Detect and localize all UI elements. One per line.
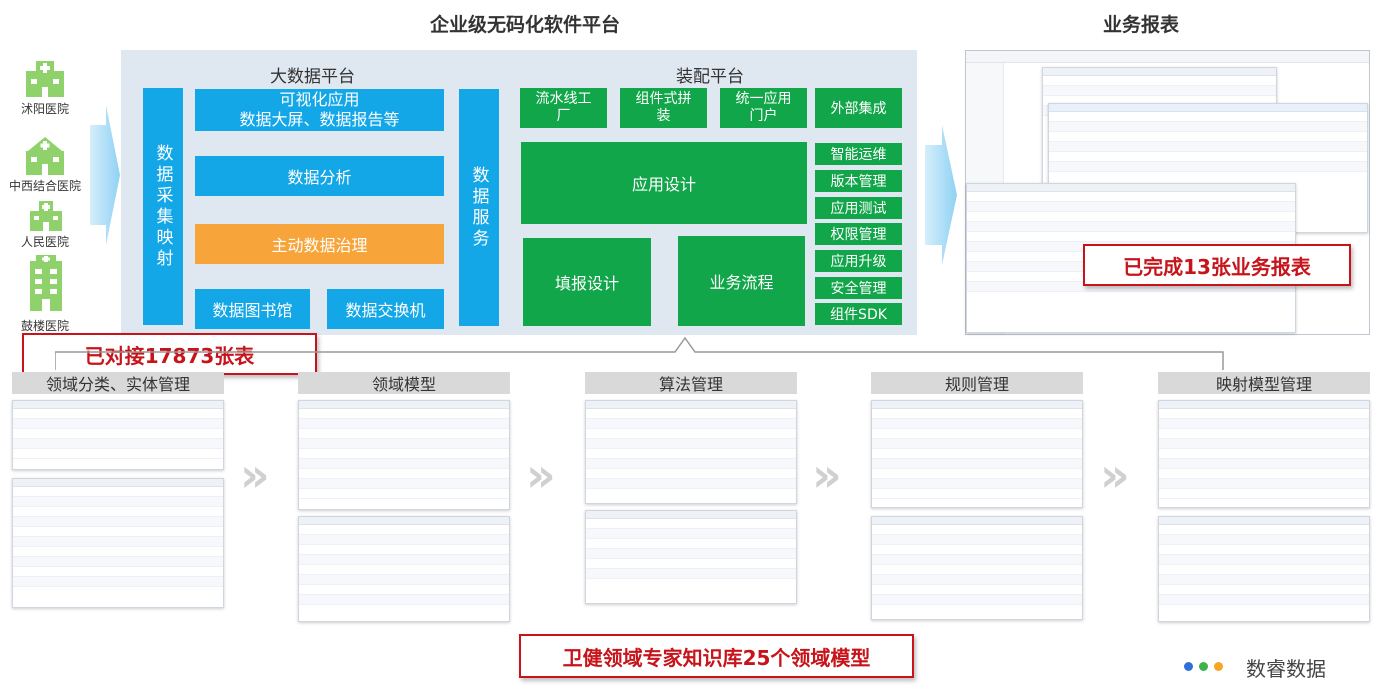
- right-arrow-icon: [90, 105, 120, 249]
- models-callout: 卫健领域专家知识库25个领域模型: [519, 634, 914, 678]
- data-service-block: 数据服务: [459, 89, 499, 326]
- module-rule-header: 规则管理: [871, 372, 1083, 394]
- double-chevron-icon: »: [526, 448, 555, 502]
- unified-portal-block: 统一应用门户: [720, 88, 807, 128]
- app-upgrade-block: 应用升级: [815, 250, 902, 272]
- data-analysis-block: 数据分析: [195, 156, 444, 196]
- bigdata-label: 大数据平台: [270, 67, 355, 87]
- module-screenshot: [1158, 400, 1370, 508]
- assembly-label: 装配平台: [676, 67, 744, 87]
- data-library-block: 数据图书馆: [195, 289, 310, 329]
- bracket-connector: [54, 330, 1230, 384]
- module-screenshot: [1158, 516, 1370, 622]
- hospital-list: 沭阳医院 中西结合医院 人民医院 鼓楼医院: [0, 55, 92, 340]
- double-chevron-icon: »: [240, 448, 269, 502]
- version-block: 版本管理: [815, 170, 902, 192]
- component-assembly-block: 组件式拼装: [620, 88, 707, 128]
- module-screenshot: [871, 400, 1083, 508]
- brand-dot: [1199, 662, 1208, 671]
- permission-block: 权限管理: [815, 223, 902, 245]
- double-chevron-icon: »: [1100, 448, 1129, 502]
- data-governance-block: 主动数据治理: [195, 224, 444, 264]
- app-test-block: 应用测试: [815, 197, 902, 219]
- external-integration-block: 外部集成: [815, 88, 902, 128]
- hospital-building-icon: [26, 255, 66, 315]
- hospital-building-icon: [22, 137, 68, 179]
- security-block: 安全管理: [815, 277, 902, 299]
- module-screenshot: [298, 400, 510, 510]
- reports-callout: 已完成13张业务报表: [1083, 244, 1351, 286]
- module-screenshot: [585, 400, 797, 504]
- module-screenshot: [585, 510, 797, 604]
- brand-dot: [1184, 662, 1193, 671]
- hospital-name: 人民医院: [20, 235, 69, 249]
- brand-name: 数睿数据: [1246, 657, 1326, 681]
- module-screenshot: [298, 516, 510, 622]
- double-chevron-icon: »: [812, 448, 841, 502]
- module-mapping-header: 映射模型管理: [1158, 372, 1370, 394]
- visual-app-line2: 数据大屏、数据报告等: [239, 110, 400, 129]
- pipeline-factory-block: 流水线工厂: [520, 88, 607, 128]
- form-design-block: 填报设计: [523, 238, 651, 326]
- hospital-name: 沭阳医院: [20, 102, 69, 116]
- workflow-block: 业务流程: [678, 236, 805, 326]
- visual-app-line1: 可视化应用: [279, 90, 360, 109]
- brand-dots: [1184, 662, 1223, 671]
- module-model-header: 领域模型: [298, 372, 510, 394]
- module-algorithm-header: 算法管理: [585, 372, 797, 394]
- tables-callout: 已对接17873张表: [22, 333, 317, 375]
- hospital-name: 鼓楼医院: [20, 319, 69, 333]
- hospital-building-icon: [28, 201, 64, 235]
- reports-preview: [965, 50, 1370, 335]
- module-screenshot: [12, 400, 224, 470]
- module-screenshot: [871, 516, 1083, 620]
- app-design-block: 应用设计: [521, 142, 807, 224]
- reports-title: 业务报表: [1103, 14, 1180, 36]
- module-entity-header: 领域分类、实体管理: [12, 372, 224, 394]
- hospital-name: 中西结合医院: [8, 179, 81, 193]
- sdk-block: 组件SDK: [815, 303, 902, 325]
- data-collect-block: 数据采集映射: [143, 88, 183, 325]
- right-arrow-icon: [925, 125, 957, 269]
- module-screenshot: [12, 478, 224, 608]
- data-exchange-block: 数据交换机: [327, 289, 444, 329]
- platform-title: 企业级无码化软件平台: [430, 14, 621, 36]
- brand-dot: [1214, 662, 1223, 671]
- visual-app-block: 可视化应用 数据大屏、数据报告等: [195, 89, 444, 131]
- ops-block: 智能运维: [815, 143, 902, 165]
- hospital-building-icon: [22, 61, 68, 101]
